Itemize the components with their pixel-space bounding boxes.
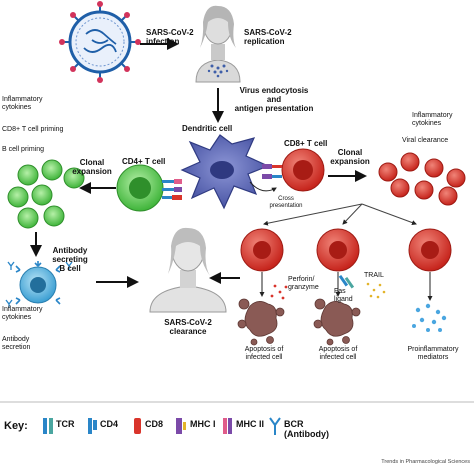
antibodies-icon bbox=[5, 261, 73, 308]
cd4-icon bbox=[88, 418, 97, 434]
mhc-ii-icon bbox=[223, 418, 232, 434]
cd8-effector-cell-1 bbox=[240, 228, 284, 272]
key-cd4-label: CD4 bbox=[100, 419, 119, 429]
arrow-cross-presentation bbox=[249, 181, 277, 193]
apoptosis-label-2: Apoptosis of infected cell bbox=[318, 346, 358, 362]
perforin-granzyme-label: Perforin/ granzyme bbox=[288, 276, 319, 292]
cd8-clone-cluster bbox=[378, 152, 466, 206]
outcome-arrows bbox=[259, 272, 433, 301]
inflammatory-cytokines-bottom-label: Inflammatory cytokines bbox=[2, 306, 43, 322]
recovered-person-icon bbox=[149, 227, 227, 313]
sars-cov-2-clearance-label: SARS-CoV-2 clearance bbox=[164, 318, 212, 337]
key-cd8-label: CD8 bbox=[145, 419, 164, 429]
dendritic-cell-icon bbox=[180, 134, 270, 210]
clonal-expansion-right-label: Clonal expansion bbox=[330, 148, 370, 167]
antibody-secreting-b-cell-label: Antibody secreting B cell bbox=[52, 246, 88, 274]
infection-label: SARS-CoV-2 infection bbox=[146, 28, 194, 47]
bcr-icon bbox=[269, 417, 281, 435]
cd8-icon bbox=[134, 418, 141, 434]
proinflammatory-mediators-icon bbox=[412, 303, 447, 332]
apoptotic-cell-2 bbox=[313, 298, 361, 346]
b-cell-icon bbox=[15, 261, 61, 305]
cross-presentation-label: Cross presentation bbox=[269, 196, 303, 209]
cd4-t-cell-label: CD4+ T cell bbox=[122, 157, 166, 166]
branch-arrows bbox=[263, 203, 417, 226]
cd4-clone-cluster bbox=[7, 159, 85, 229]
mhc-i-icon bbox=[176, 418, 186, 434]
dc-cd8-synapse bbox=[262, 164, 282, 179]
cd8-effector-cell-2 bbox=[316, 228, 360, 272]
key-mhc-ii-label: MHC II bbox=[236, 419, 264, 429]
trail-label: TRAIL bbox=[364, 272, 384, 279]
key-title: Key: bbox=[4, 420, 28, 432]
cd4-t-cell-icon bbox=[116, 164, 164, 212]
dendritic-cell-label: Dendritic cell bbox=[182, 124, 233, 133]
journal-watermark: Trends in Pharmacological Sciences bbox=[381, 459, 470, 465]
clonal-expansion-left-label: Clonal expansion bbox=[72, 158, 112, 177]
key-tcr-label: TCR bbox=[56, 419, 75, 429]
fas-ligand-icon bbox=[338, 274, 355, 289]
perforin-granules-icon bbox=[270, 284, 288, 300]
apoptotic-cell-1 bbox=[237, 298, 285, 346]
tcr-icon bbox=[43, 418, 53, 434]
apoptosis-label-1: Apoptosis of infected cell bbox=[244, 346, 284, 362]
key-bcr-label: BCR (Antibody) bbox=[284, 419, 329, 439]
key-mhc-i-label: MHC I bbox=[190, 419, 216, 429]
cd8-t-cell-label: CD8+ T cell bbox=[284, 139, 328, 148]
fas-ligand-label: Fas ligand bbox=[334, 288, 353, 304]
sars-cov-2-virus-icon bbox=[59, 1, 141, 83]
cd8-t-cell-icon bbox=[281, 148, 325, 192]
proinflammatory-mediators-label: Proinflammatory mediators bbox=[407, 346, 459, 362]
cd4-dc-synapse bbox=[162, 179, 182, 200]
b-cell-priming-label: B cell priming bbox=[2, 146, 45, 153]
infected-person-icon bbox=[195, 5, 241, 83]
inflammatory-cytokines-left-label: Inflammatory cytokines bbox=[2, 96, 43, 112]
cd8-effector-cell-3 bbox=[408, 228, 452, 272]
inflammatory-cytokines-right-label: Inflammatory cytokines bbox=[412, 112, 453, 128]
key-legend: Key: TCR CD4 CD8 MHC I MHC II BCR (Antib… bbox=[0, 408, 474, 458]
antibody-secretion-label: Antibody secretion bbox=[2, 336, 31, 352]
endocytosis-label: Virus endocytosis and antigen presentati… bbox=[234, 86, 314, 114]
trail-granules-icon bbox=[366, 282, 386, 299]
cd8-priming-label: CD8+ T cell priming bbox=[2, 126, 64, 133]
viral-clearance-label: Viral clearance bbox=[402, 137, 449, 144]
replication-label: SARS-CoV-2 replication bbox=[244, 28, 292, 47]
